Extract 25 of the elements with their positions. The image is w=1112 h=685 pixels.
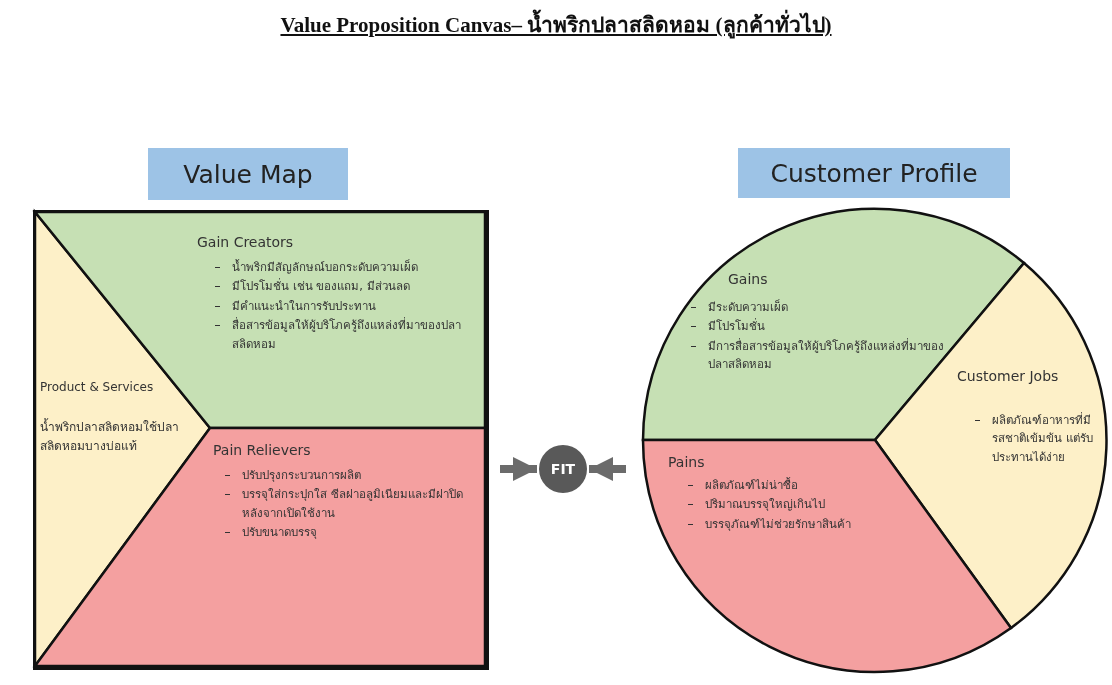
- bullet-text: มีการสื่อสารข้อมูลให้ผู้บริโภครู้ถึงแหล่งที่มาของปลาสลิดหอม: [708, 337, 945, 374]
- heading-tag: Value Map: [148, 148, 348, 200]
- fit-circle: FIT: [539, 445, 587, 493]
- bullet-text: มีระดับความเผ็ด: [708, 298, 788, 316]
- bullet-text: บรรจุใส่กระปุกใส ซีลฝาอลูมิเนียมและมีฝาปิดหลังจากเปิดใช้งาน: [242, 486, 464, 522]
- bullet-text: บรรจุภัณฑ์ไม่ช่วยรักษาสินค้า: [705, 515, 851, 533]
- page-title: Value Proposition Canvas– น้ำพริกปลาสลิดหอม (ลูกค้าทั่วไป): [0, 8, 1112, 41]
- bullet-text: ผลิตภัณฑ์อาหารที่มีรสชาติเข้มข้น แต่รับประทานได้ง่าย: [992, 411, 1094, 466]
- section-heading: Gain Creators: [197, 234, 294, 250]
- section-heading: Product & Services: [40, 380, 154, 394]
- section-text: น้ำพริกปลาสลิดหอมใช้ปลาสลิดหอมบางบ่อแท้: [40, 418, 180, 456]
- bullet-text: มีโปรโมชั่น เช่น ของแถม, มีส่วนลด: [232, 277, 410, 296]
- heading-tag: Customer Profile: [738, 148, 1010, 198]
- bullet-text: ปริมาณบรรจุใหญ่เกินไป: [705, 496, 825, 514]
- bullet-text: ปรับปรุงกระบวนการผลิต: [242, 467, 361, 484]
- bullet-text: ปรับขนาดบรรจุ: [242, 524, 317, 542]
- section-heading: Pains: [668, 454, 705, 470]
- bullet-text: ผลิตภัณฑ์ไม่น่าซื้อ: [705, 476, 798, 494]
- section-heading: Customer Jobs: [957, 368, 1059, 384]
- bullet-text: สื่อสารข้อมูลให้ผู้บริโภครู้ถึงแหล่งที่มาของปลาสลิดหอม: [232, 316, 462, 353]
- bullet-text: มีคำแนะนำในการรับประทาน: [232, 297, 376, 315]
- section-heading: Gains: [728, 271, 768, 287]
- bullet-text: มีโปรโมชั่น: [708, 317, 765, 336]
- bullet-text: น้ำพริกมีสัญลักษณ์บอกระดับความเผ็ด: [232, 258, 418, 276]
- section-heading: Pain Relievers: [213, 442, 311, 458]
